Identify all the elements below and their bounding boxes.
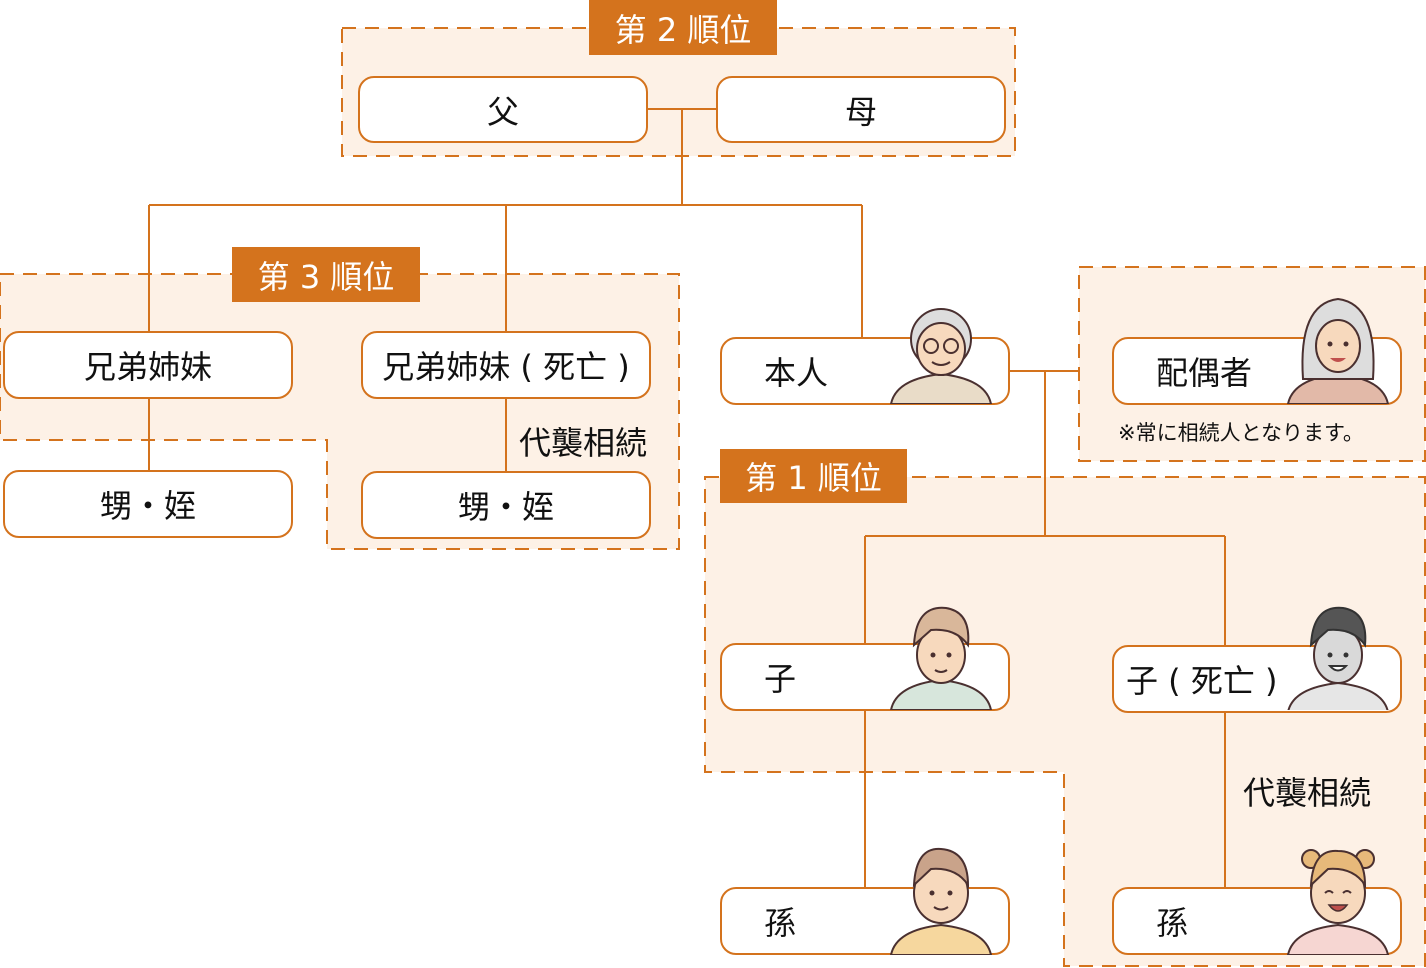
young-man-avatar-icon [889,606,993,710]
elderly-woman-avatar-icon [1286,297,1390,404]
rank2-label: 第 2 順位 [589,0,777,55]
rank3-substitution-text: 代襲相続 [519,424,648,462]
deceased-child-avatar-icon [1287,606,1389,710]
child-label: 子 [764,660,797,698]
nephew-niece-box-1: 甥・姪 [3,470,293,538]
spouse-note: ※常に相続人となります。 [1118,421,1364,445]
siblings-deceased-box: 兄弟姉妹 ( 死亡 ) [361,331,651,399]
siblings-box: 兄弟姉妹 [3,331,293,399]
rank1-substitution-text: 代襲相続 [1243,774,1372,812]
elderly-man-avatar-icon [889,308,993,404]
father-box: 父 [358,76,648,143]
grandchild-label-1: 孫 [764,904,797,942]
granddaughter-avatar-icon [1286,849,1390,955]
nephew-niece-label-1: 甥・姪 [99,487,196,525]
self-label: 本人 [764,354,829,392]
grandson-avatar-icon [889,847,993,955]
connector-lines [148,108,1226,887]
rank1-label: 第 1 順位 [720,449,907,503]
rank1-region [704,476,1426,967]
spouse-label: 配偶者 [1156,354,1253,392]
mother-label: 母 [844,92,877,131]
father-label: 父 [486,92,519,131]
mother-box: 母 [716,76,1006,143]
siblings-deceased-label: 兄弟姉妹 ( 死亡 ) [382,348,630,386]
siblings-label: 兄弟姉妹 [83,348,212,386]
grandchild-label-2: 孫 [1156,904,1189,942]
nephew-niece-box-2: 甥・姪 [361,471,651,539]
rank3-label: 第 3 順位 [232,247,420,302]
nephew-niece-label-2: 甥・姪 [457,488,554,526]
child-deceased-label: 子 ( 死亡 ) [1126,662,1278,700]
